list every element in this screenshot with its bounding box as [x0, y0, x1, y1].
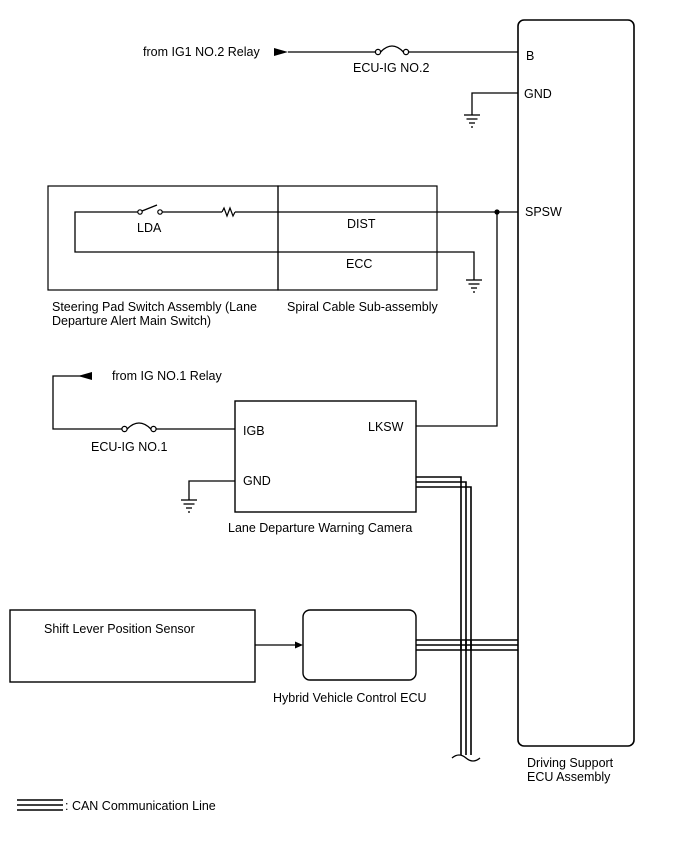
wire-gnd-top	[471, 92, 518, 115]
pin-gnd-camera-label: GND	[243, 474, 271, 488]
wire-ecc	[278, 251, 475, 280]
camera-box	[234, 400, 417, 513]
legend-can-symbol	[17, 799, 63, 811]
fuse-ecu-ig1-icon	[121, 422, 157, 433]
wire-lksw	[416, 212, 498, 427]
lda-label: LDA	[137, 221, 162, 235]
resistor-icon	[221, 206, 236, 218]
steering-pad-label-2: Departure Alert Main Switch)	[52, 314, 211, 328]
pin-gnd-top-label: GND	[524, 87, 552, 101]
fuse-ecu-ig2-label: ECU-IG NO.2	[353, 61, 429, 75]
hybrid-ecu-label: Hybrid Vehicle Control ECU	[273, 691, 427, 705]
fuse-ecu-ig1-label: ECU-IG NO.1	[91, 440, 167, 454]
lda-switch-icon	[137, 204, 163, 215]
wire-break-icon	[451, 754, 481, 762]
spiral-cable-box	[277, 185, 438, 291]
steering-pad-switch-box	[47, 185, 279, 291]
wire-ig-no1	[52, 375, 122, 430]
can-bus	[416, 476, 518, 755]
ground-icon	[464, 114, 480, 128]
ground-icon	[466, 279, 482, 293]
pin-spsw-label: SPSW	[525, 205, 562, 219]
shift-sensor-label: Shift Lever Position Sensor	[44, 622, 195, 636]
camera-label: Lane Departure Warning Camera	[228, 521, 412, 535]
driving-support-ecu-label-2: ECU Assembly	[527, 770, 611, 784]
fuse-ecu-ig2-icon	[374, 45, 410, 56]
arrow-right-icon	[274, 48, 288, 56]
wire-gnd-camera	[188, 480, 235, 500]
shift-sensor-box	[9, 609, 256, 683]
driving-support-ecu-label-1: Driving Support	[527, 756, 614, 770]
ecc-label: ECC	[346, 257, 372, 271]
steering-pad-label-1: Steering Pad Switch Assembly (Lane	[52, 300, 257, 314]
pin-igb-label: IGB	[243, 424, 265, 438]
driving-support-ecu-box	[517, 19, 635, 747]
spiral-cable-label: Spiral Cable Sub-assembly	[287, 300, 439, 314]
from-ig-no1-label: from IG NO.1 Relay	[112, 369, 222, 383]
from-ig1-label: from IG1 NO.2 Relay	[143, 45, 260, 59]
legend-can-label: : CAN Communication Line	[65, 799, 216, 813]
pin-lksw-label: LKSW	[368, 420, 404, 434]
arrow-right-icon	[295, 641, 303, 649]
pin-b-label: B	[526, 49, 534, 63]
dist-label: DIST	[347, 217, 376, 231]
ground-icon	[181, 499, 197, 513]
hybrid-ecu-box	[302, 609, 417, 681]
wire-lda-loop	[74, 211, 278, 253]
